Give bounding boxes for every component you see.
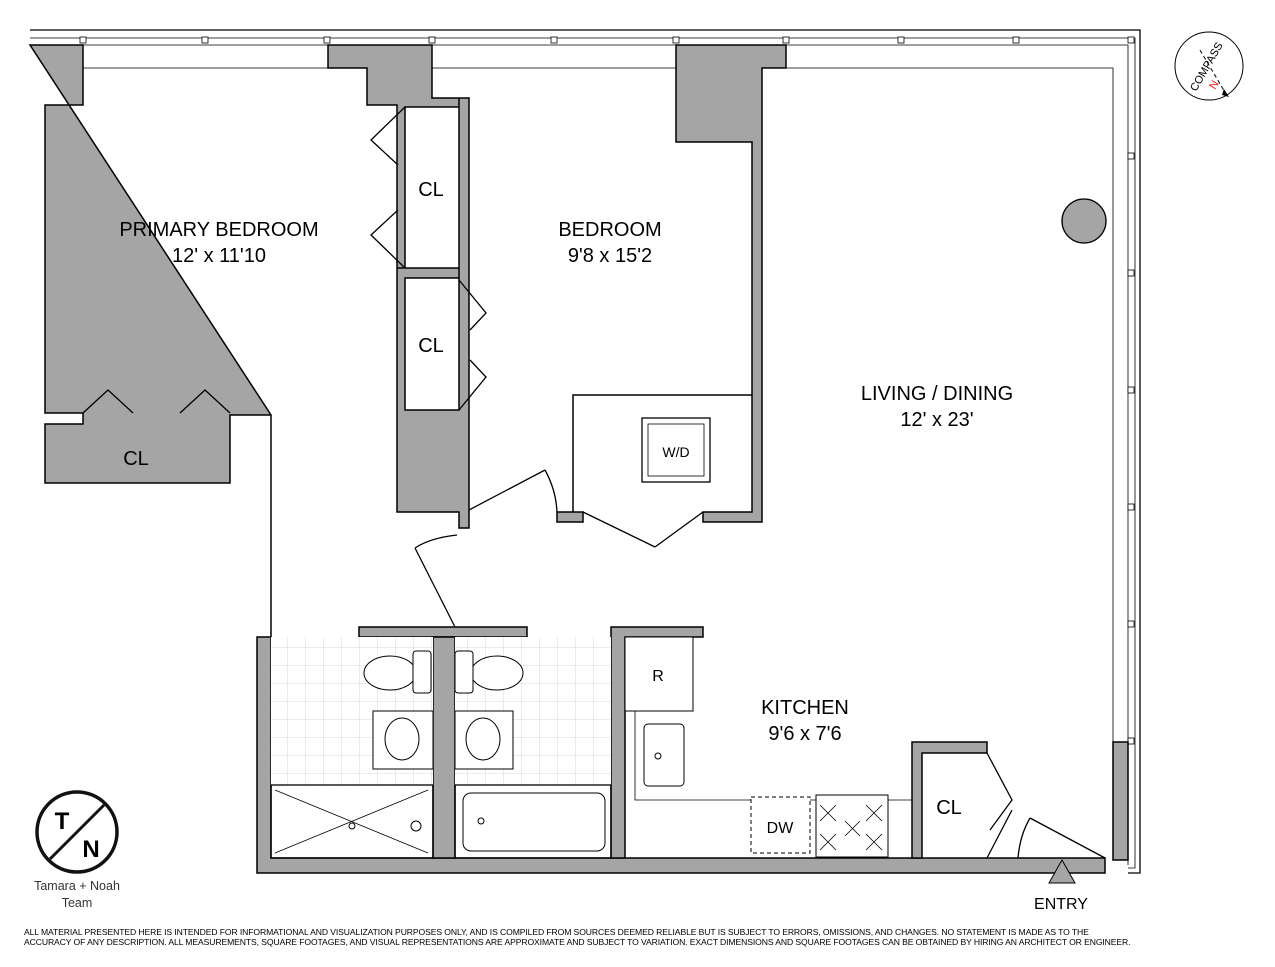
primary-bedroom-name: PRIMARY BEDROOM <box>119 219 318 241</box>
primary-bedroom-size: 12' x 11'10 <box>172 245 266 267</box>
disclaimer: ALL MATERIAL PRESENTED HERE IS INTENDED … <box>24 927 1131 947</box>
living-dining-name: LIVING / DINING <box>861 383 1013 405</box>
compass-icon: COMPASS N <box>1174 31 1244 101</box>
kitchen-fixtures <box>624 636 912 858</box>
closet-label: CL <box>418 179 444 201</box>
entry-arrow-icon <box>1048 858 1076 884</box>
team-logo: T N <box>35 790 119 874</box>
closet-label: CL <box>418 335 444 357</box>
logo-name: Tamara + Noah <box>34 879 120 893</box>
washer-dryer-label: W/D <box>662 444 689 460</box>
disclaimer-line-2: ACCURACY OF ANY DESCRIPTION. ALL MEASURE… <box>24 937 1131 947</box>
column <box>1061 198 1107 244</box>
washer-dryer <box>641 417 711 483</box>
bedroom-size: 9'8 x 15'2 <box>568 245 652 267</box>
logo-n: N <box>82 836 99 863</box>
logo-t: T <box>55 808 70 835</box>
disclaimer-line-1: ALL MATERIAL PRESENTED HERE IS INTENDED … <box>24 927 1089 937</box>
closet-doors <box>82 106 1013 859</box>
kitchen-name: KITCHEN <box>761 697 849 719</box>
logo-team: Team <box>61 896 93 910</box>
kitchen-size: 9'6 x 7'6 <box>768 723 841 745</box>
entry-label: ENTRY <box>1034 896 1088 913</box>
living-dining-size: 12' x 23' <box>900 409 973 431</box>
refrigerator-label: R <box>652 668 664 685</box>
closet-label: CL <box>123 448 149 470</box>
dishwasher-label: DW <box>767 820 795 837</box>
bathroom-right <box>454 637 612 859</box>
bathroom-left <box>270 637 434 859</box>
bedroom-name: BEDROOM <box>558 219 661 241</box>
closet-label: CL <box>936 797 962 819</box>
